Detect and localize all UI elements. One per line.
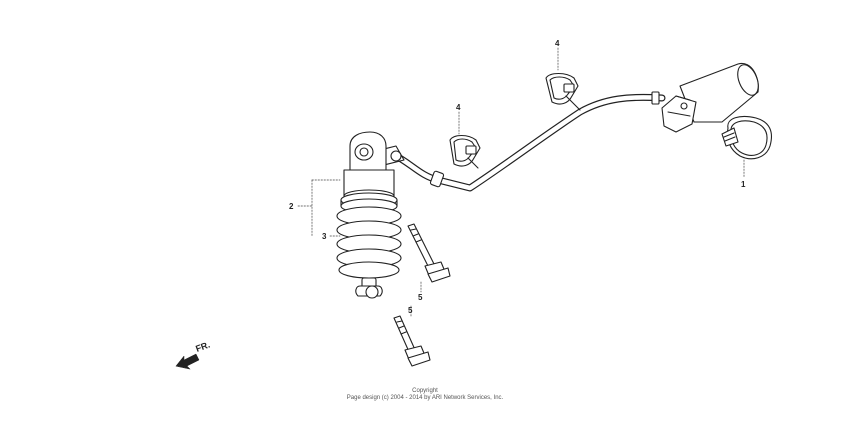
shock-spring (336, 206, 402, 299)
front-direction-label: FR. (194, 340, 211, 354)
copyright-title: Copyright (412, 388, 438, 394)
callout-bolt-upper: 5 (418, 293, 423, 302)
bolt-upper (407, 223, 451, 283)
reservoir-hose (388, 91, 666, 192)
hose-clip-top (545, 72, 581, 111)
callout-spring: 3 (322, 232, 327, 241)
gas-reservoir (661, 62, 759, 133)
hose-clamp (721, 115, 773, 160)
callout-bolt-lower: 5 (408, 306, 413, 315)
front-direction-arrow (175, 353, 200, 370)
copyright-notice: Page design (c) 2004 - 2014 by ARI Netwo… (346, 395, 504, 401)
callout-shock-absorber: 2 (289, 202, 294, 211)
shock-absorber (340, 131, 405, 214)
callout-hose-clamp: 1 (741, 180, 746, 189)
bolt-lower (393, 315, 431, 367)
callout-hose-clip-mid: 4 (456, 103, 461, 112)
leader-lines (297, 47, 745, 317)
hose-clip-mid (449, 134, 481, 169)
callout-hose-clip-top: 4 (555, 39, 560, 48)
